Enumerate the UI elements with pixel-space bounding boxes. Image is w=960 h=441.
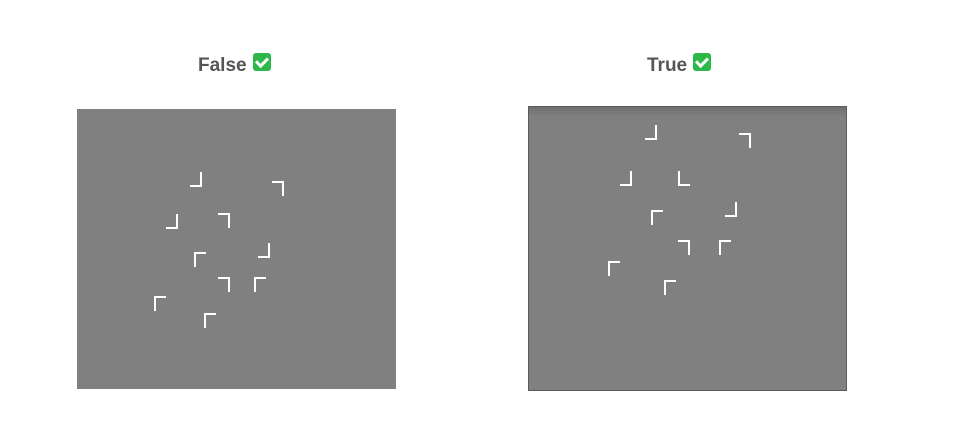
corner-stimulus xyxy=(651,210,663,225)
corner-stimulus xyxy=(719,240,731,255)
panel-left-title-text: False xyxy=(198,55,247,76)
corner-stimulus xyxy=(664,280,676,295)
corner-stimulus xyxy=(678,240,690,255)
check-mark-icon xyxy=(252,53,271,71)
corner-stimulus xyxy=(154,296,166,311)
stimulus-panel-false xyxy=(77,109,396,389)
corner-stimulus xyxy=(194,252,206,267)
corner-stimulus xyxy=(678,171,690,186)
panel-right-title-text: True xyxy=(647,55,688,76)
corner-stimulus xyxy=(272,181,284,196)
corner-stimulus xyxy=(608,261,620,276)
check-mark-icon xyxy=(693,53,712,71)
stimulus-panel-true xyxy=(528,106,847,391)
corner-stimulus xyxy=(725,202,737,217)
corner-stimulus xyxy=(258,243,270,258)
panel-left-title: False xyxy=(198,53,271,77)
corner-stimulus xyxy=(620,171,632,186)
panel-right-title: True xyxy=(647,53,712,77)
corner-stimulus xyxy=(218,213,230,228)
corner-stimulus xyxy=(166,214,178,229)
corner-stimulus xyxy=(739,133,751,148)
corner-stimulus xyxy=(254,277,266,292)
corner-stimulus xyxy=(645,125,657,140)
corner-stimulus xyxy=(190,172,202,187)
corner-stimulus xyxy=(204,313,216,328)
corner-stimulus xyxy=(218,277,230,292)
